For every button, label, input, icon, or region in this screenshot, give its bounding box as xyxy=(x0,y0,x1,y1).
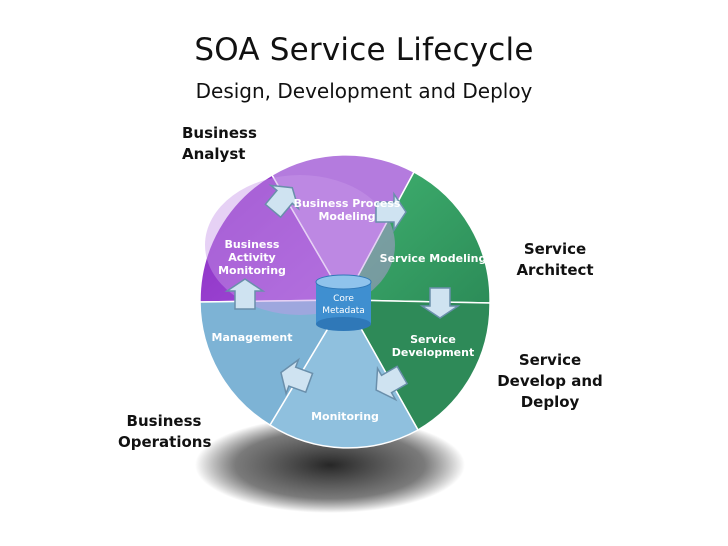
label-management: Management xyxy=(212,331,293,344)
label-monitoring: Monitoring xyxy=(311,410,379,423)
role-business-operations-line1: Business xyxy=(118,411,210,432)
role-business-analyst-line2: Analyst xyxy=(182,144,257,165)
role-business-operations: Business Operations xyxy=(118,411,210,453)
role-service-develop-line1: Service xyxy=(492,350,608,371)
role-business-operations-line2: Operations xyxy=(118,432,210,453)
label-bam-line3: Monitoring xyxy=(218,264,286,277)
role-service-develop-line3: Deploy xyxy=(492,392,608,413)
role-business-analyst: Business Analyst xyxy=(182,123,257,165)
role-service-architect-line1: Service xyxy=(512,239,598,260)
label-bpm-line1: Business Process xyxy=(294,197,401,210)
label-bam-line2: Activity xyxy=(228,251,275,264)
role-service-architect-line2: Architect xyxy=(512,260,598,281)
role-service-architect: Service Architect xyxy=(512,239,598,281)
role-service-develop-line2: Develop and xyxy=(492,371,608,392)
label-service-modeling: Service Modeling xyxy=(380,252,487,265)
role-business-analyst-line1: Business xyxy=(182,123,257,144)
core-metadata-cylinder[interactable]: Core Metadata xyxy=(316,275,371,331)
core-label-line1: Core xyxy=(333,294,354,304)
label-sd-line2: Development xyxy=(392,346,474,359)
core-label-line2: Metadata xyxy=(322,306,365,316)
label-sd-line1: Service xyxy=(410,333,456,346)
label-bpm-line2: Modeling xyxy=(318,210,375,223)
label-bam-line1: Business xyxy=(225,238,280,251)
role-service-develop-deploy: Service Develop and Deploy xyxy=(492,350,608,413)
